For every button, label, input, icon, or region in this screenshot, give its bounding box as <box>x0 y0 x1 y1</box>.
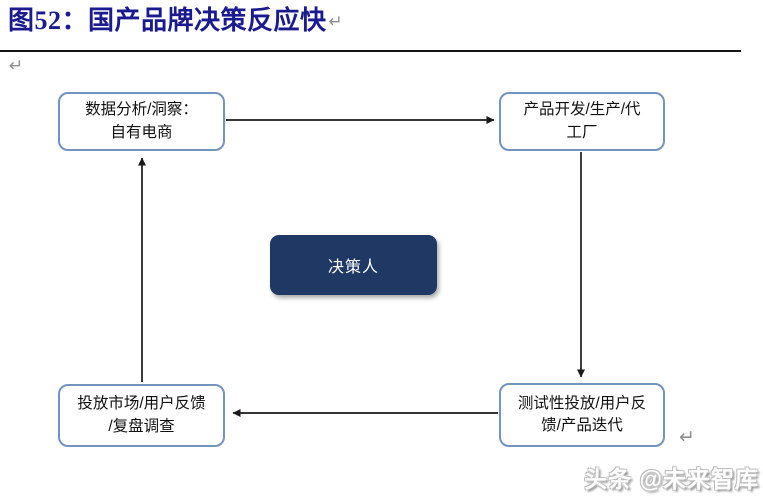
node-test-launch-line2: 馈/产品迭代 <box>541 417 623 434</box>
node-market-feedback-line1: 投放市场/用户反馈 <box>77 395 206 413</box>
figure-title: 图52：国产品牌决策反应快 <box>8 6 327 35</box>
node-market-feedback-line2: /复盘调查 <box>108 417 175 435</box>
paragraph-return-icon: ↵ <box>328 12 343 32</box>
paragraph-return-icon: ↵ <box>9 56 24 76</box>
paragraph-return-icon: ↵ <box>679 426 695 448</box>
node-test-launch-line1: 测试性投放/用户反 <box>517 394 647 412</box>
node-data-analysis-line1: 数据分析/洞察： <box>85 101 198 119</box>
node-product-development: 产品开发/生产/代 工厂 <box>499 92 665 151</box>
node-product-development-line2: 工厂 <box>566 123 598 141</box>
node-product-development-line1: 产品开发/生产/代 <box>523 101 641 119</box>
node-decision-maker: 决策人 <box>270 235 437 295</box>
node-market-feedback: 投放市场/用户反馈 /复盘调查 <box>58 384 225 447</box>
title-underline-rule <box>0 50 741 52</box>
node-data-analysis-line2: 自有电商 <box>110 123 173 141</box>
node-test-launch: 测试性投放/用户反 馈/产品迭代 <box>499 383 665 447</box>
node-data-analysis: 数据分析/洞察： 自有电商 <box>58 92 225 151</box>
figure-title-row: 图52：国产品牌决策反应快 ↵ <box>8 4 343 38</box>
watermark-toutiao: 头条 @未来智库 <box>584 466 759 492</box>
